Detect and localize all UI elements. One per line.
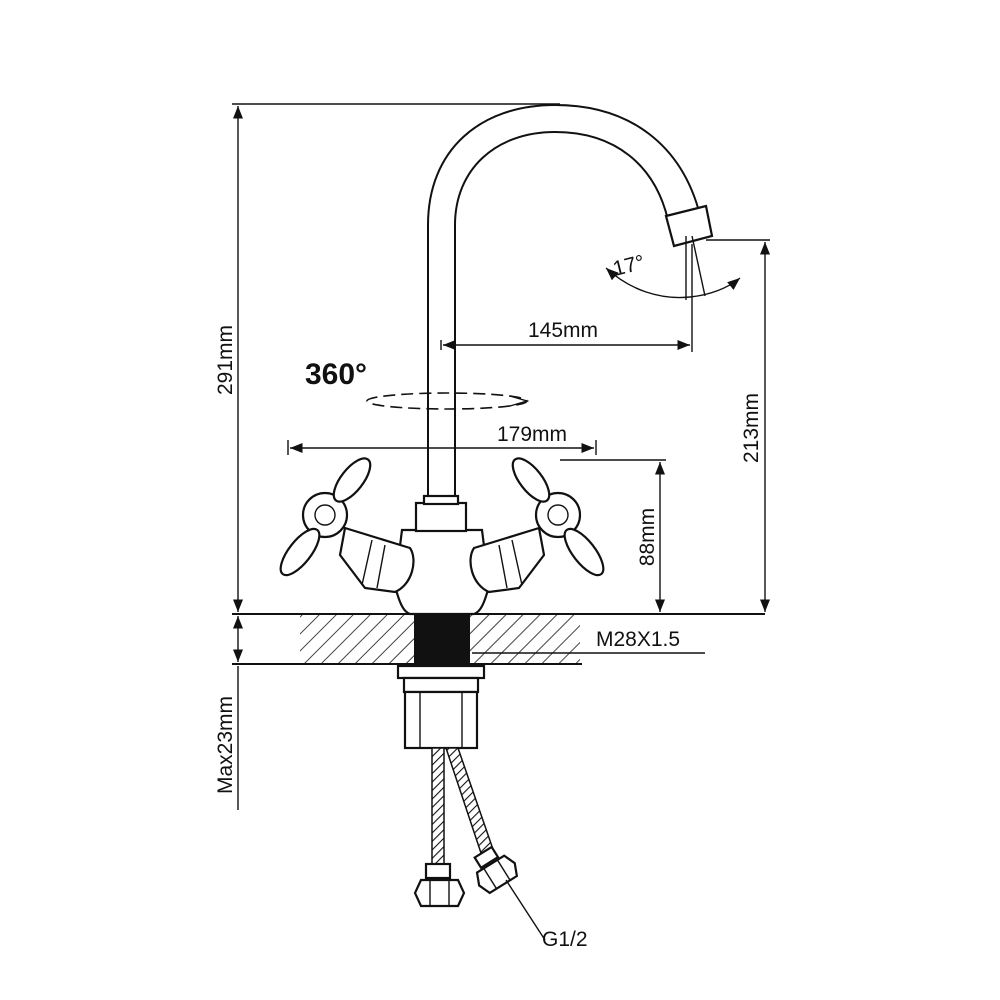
swivel-collar	[414, 501, 468, 533]
countertop-section	[232, 612, 765, 666]
hose-right-nut	[475, 854, 519, 895]
hose-left-nut	[413, 878, 466, 908]
label-hose-thread: G1/2	[542, 928, 588, 951]
label-total-height: 291mm	[214, 325, 237, 395]
right-handle-wing-top	[511, 457, 551, 503]
dim-handle-height: 88mm	[560, 459, 666, 612]
right-valve-housing	[469, 526, 546, 594]
dim-mount-thread: M28X1.5	[472, 628, 705, 654]
label-spout-reach: 145mm	[528, 319, 598, 342]
dim-spout-height: 213mm	[706, 239, 771, 612]
dim-spout-reach: 145mm	[440, 244, 693, 352]
hose-left	[431, 747, 445, 881]
label-spout-angle: 17°	[611, 251, 647, 281]
mount-nut	[403, 690, 479, 750]
mount-plate	[402, 676, 480, 694]
dim-swivel: 360°	[305, 358, 530, 410]
hose-right	[444, 747, 497, 863]
faucet-body	[279, 457, 605, 616]
label-spout-height: 213mm	[740, 393, 763, 463]
dim-hose-thread: G1/2	[505, 879, 588, 951]
dim-max-counter: Max23mm	[214, 616, 244, 810]
spout	[427, 103, 714, 500]
mounting-stud	[414, 612, 470, 666]
label-mount-thread: M28X1.5	[596, 628, 680, 651]
left-valve-housing	[338, 526, 415, 594]
label-handle-height: 88mm	[636, 508, 659, 566]
label-handle-span: 179mm	[497, 423, 567, 446]
dim-total-height: 291mm	[214, 103, 560, 612]
spout-outer-edge	[427, 103, 701, 500]
mount-washer	[396, 664, 486, 680]
collar-ring	[422, 494, 460, 506]
right-handle-wing-bottom	[563, 527, 605, 577]
hose-left-ferrule	[424, 862, 452, 880]
dim-handle-span: 179mm	[287, 423, 597, 455]
hose-right-ferrule	[473, 845, 500, 870]
spout-aerator	[664, 204, 714, 248]
left-handle-wing-top	[332, 457, 372, 503]
label-rotation: 360°	[305, 358, 367, 391]
label-max-counter: Max23mm	[214, 696, 237, 794]
spout-inner-edge	[454, 130, 669, 500]
left-handle-hub	[301, 491, 349, 539]
left-handle-wing-bottom	[279, 527, 321, 577]
right-handle-hub	[534, 491, 582, 539]
under-counter-assembly	[396, 664, 519, 908]
